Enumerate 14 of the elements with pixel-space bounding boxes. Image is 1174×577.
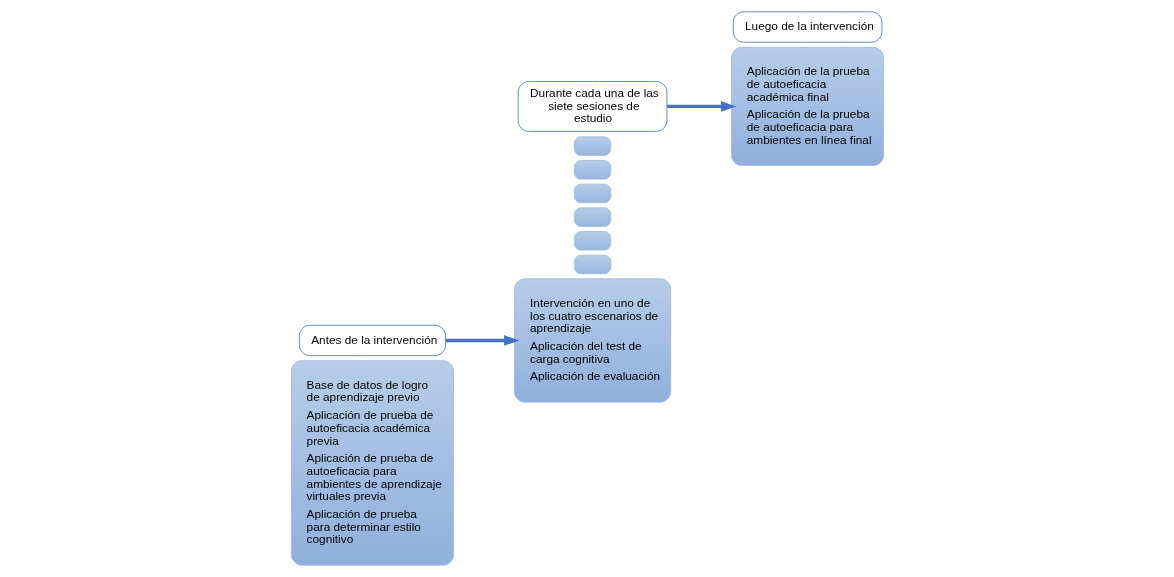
node-box: Antes de la intervención <box>298 324 446 357</box>
node-box: Luego de la intervención <box>732 11 882 43</box>
node-box: Aplicación de la prueba de autoeficacia académica final Aplicación de la prueba de autoeficacia para ambientes en línea final <box>730 46 884 166</box>
node-box <box>573 183 611 204</box>
node-box <box>573 254 611 275</box>
node-box <box>573 136 611 156</box>
arrow <box>666 101 736 112</box>
node-box: Base de datos de logro de aprendizaje previo Aplicación de prueba de autoeficacia académica previa Aplicación de prueba de autoeficacia para ambientes de aprendizaje virtuales previa Aplicación de prueba para determinar estilo cognitivo <box>290 360 454 566</box>
arrow <box>445 335 519 346</box>
node-box <box>573 160 611 180</box>
node-box: Intervención en uno de los cuatro escenarios de aprendizaje Aplicación del test de carga cognitiva Aplicación de evaluación <box>513 278 671 403</box>
node-box <box>573 207 611 227</box>
node-box: Durante cada una de las siete sesiones de estudio <box>517 81 667 132</box>
node-box <box>573 231 611 251</box>
